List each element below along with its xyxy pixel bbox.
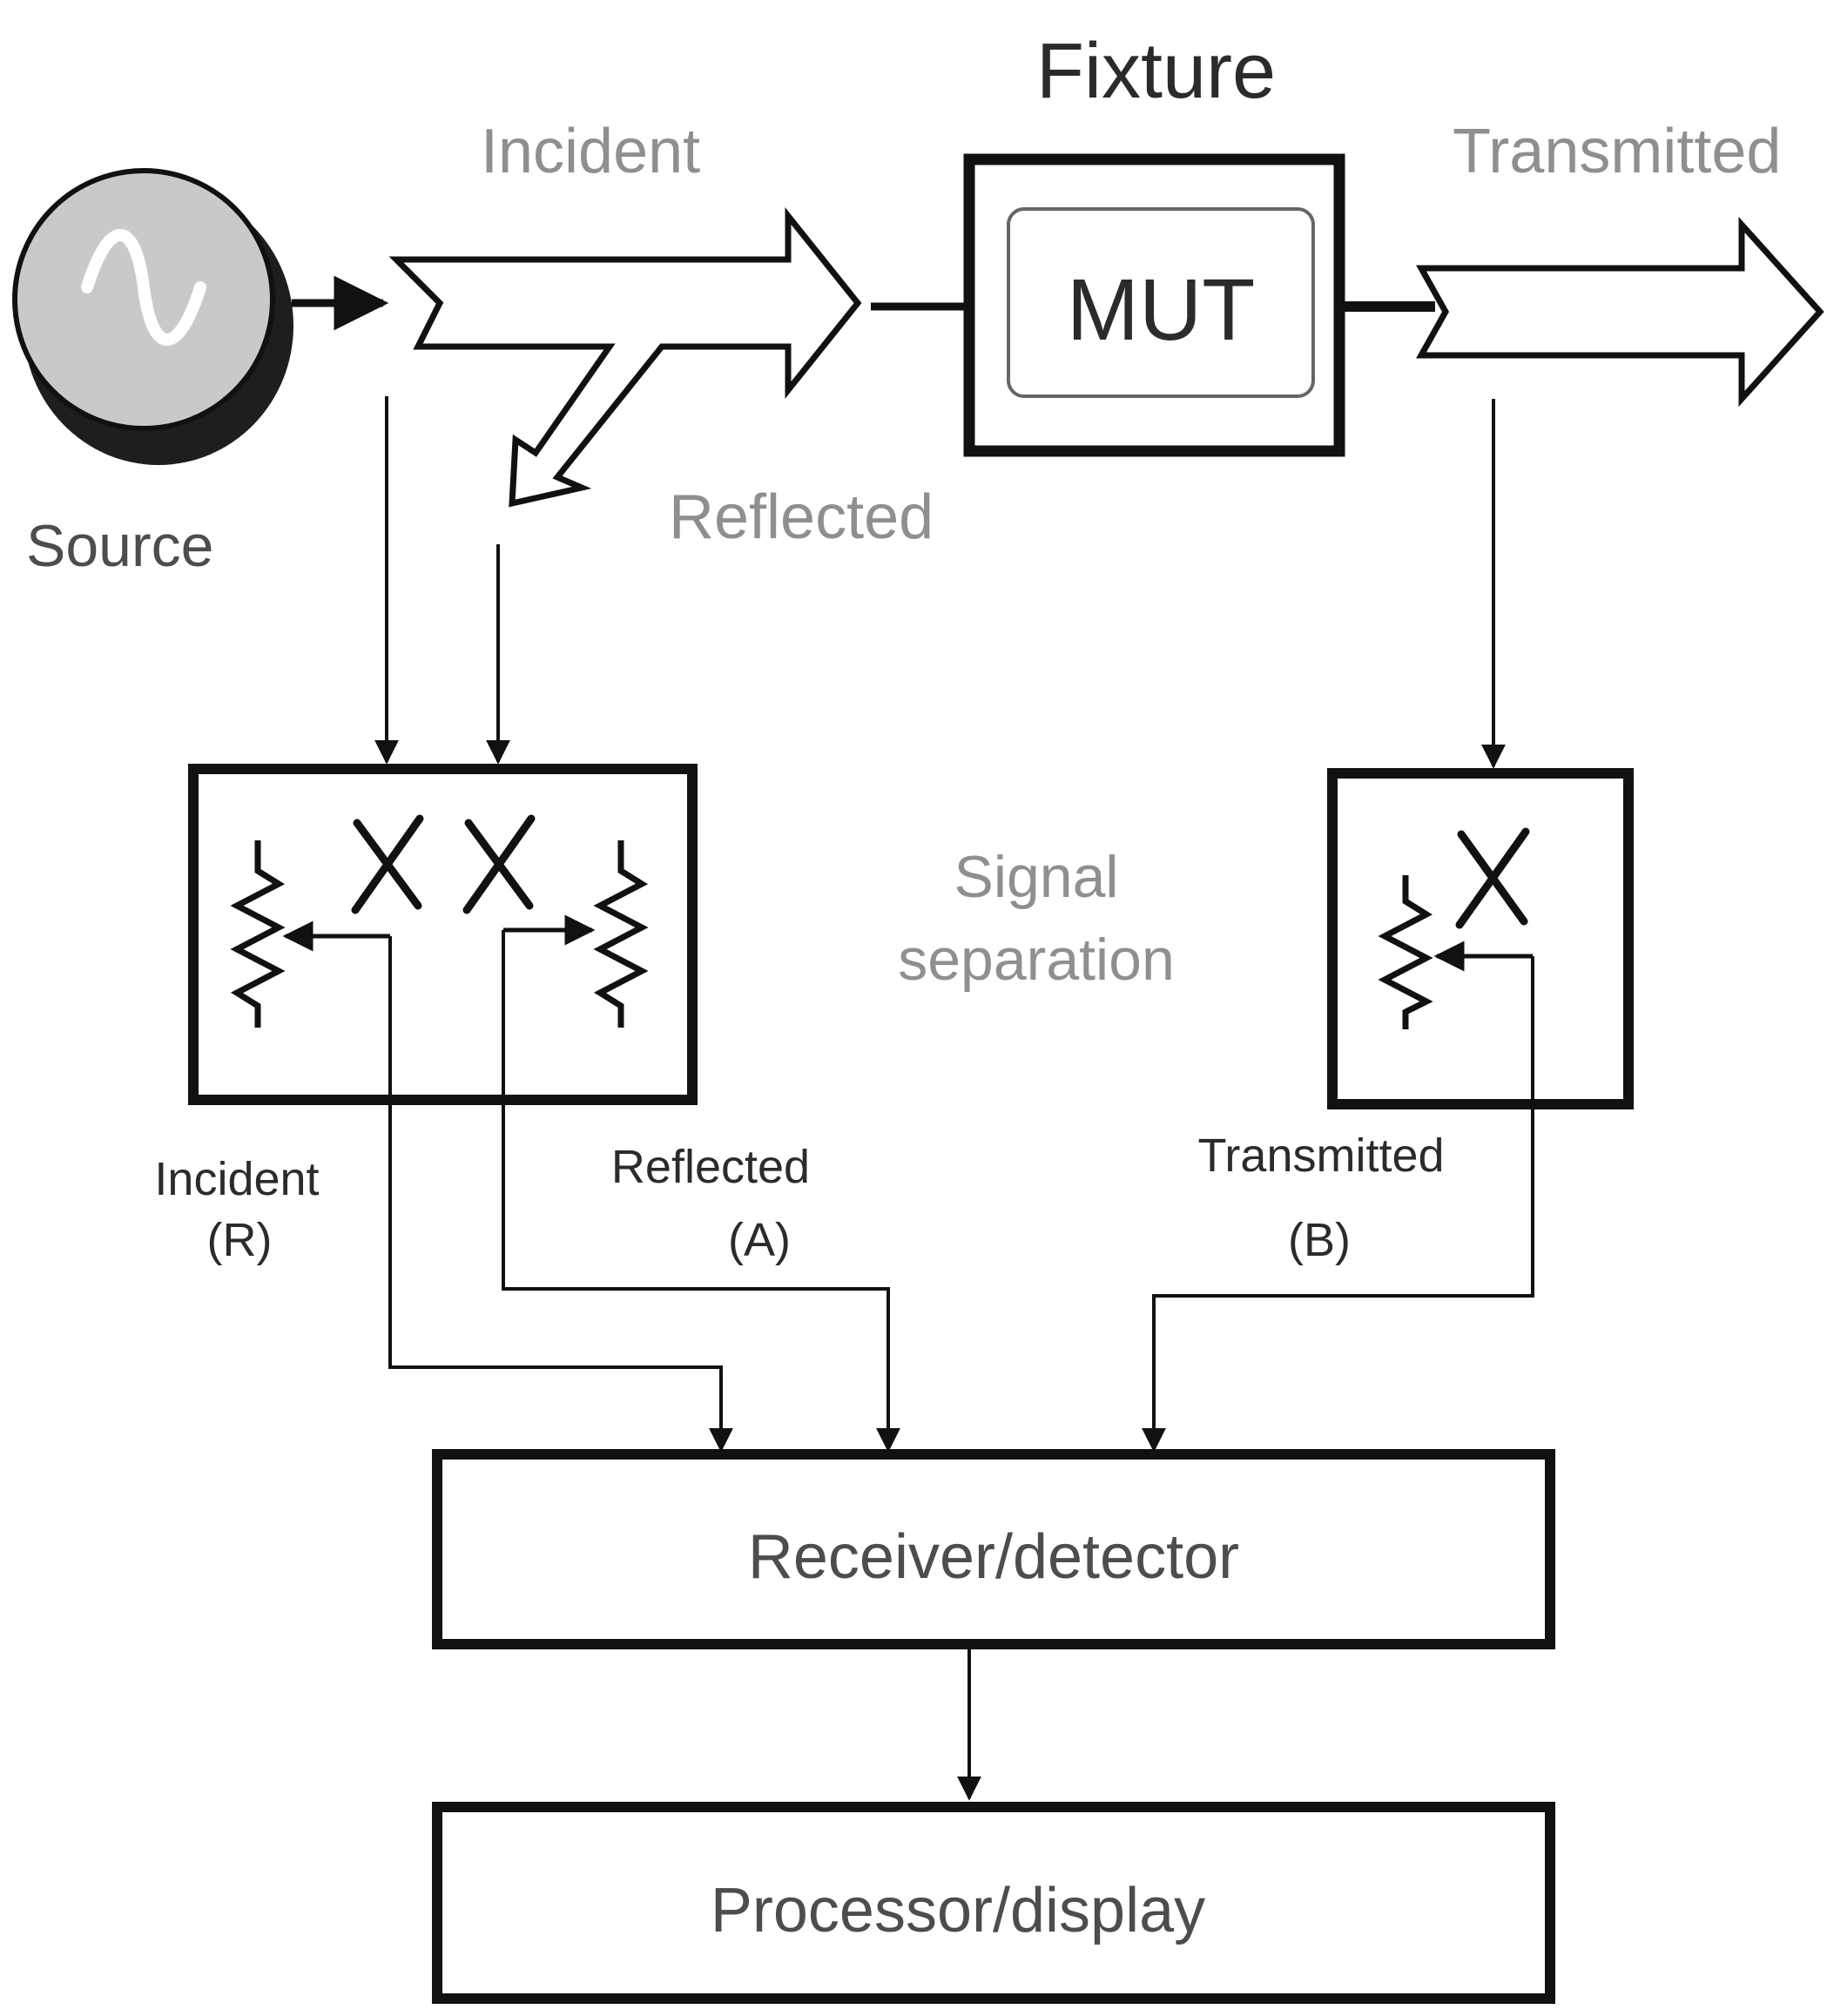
coupler-x-icon — [351, 814, 424, 914]
right-resistor-icon — [593, 840, 649, 1028]
receiver-detector-label: Receiver/detector — [748, 1522, 1239, 1592]
sine-wave-icon — [81, 229, 206, 346]
incident-port-id: (R) — [207, 1214, 273, 1266]
transmitted-port-id: (B) — [1288, 1214, 1351, 1266]
mut-box — [1007, 207, 1315, 398]
right-coupler-box — [1327, 768, 1634, 1109]
source-label: Source — [26, 513, 213, 579]
reflected-port-id: (A) — [728, 1214, 791, 1266]
processor-display-box — [432, 1802, 1555, 2004]
left-coupler-box — [188, 764, 698, 1105]
incident-port-label: Incident — [154, 1153, 319, 1205]
source-icon — [12, 168, 293, 465]
transmitted-resistor-icon — [1378, 875, 1433, 1029]
receiver-detector-box — [432, 1449, 1555, 1649]
incident-r-route — [388, 936, 733, 1453]
reflected-top-label: Reflected — [669, 482, 934, 552]
coupler-x-icon — [1455, 827, 1530, 929]
incident-arrow-outline — [388, 207, 862, 508]
transmitted-port-label: Transmitted — [1197, 1129, 1444, 1182]
reflected-port-label: Reflected — [611, 1141, 810, 1193]
incident-top-label: Incident — [481, 117, 700, 186]
fixture-label: Fixture — [1036, 28, 1276, 115]
mut-label: MUT — [1067, 261, 1256, 359]
signal-separation-label-2: separation — [898, 927, 1175, 993]
transmitted-arrow — [1416, 216, 1824, 408]
coupler-x-icon — [462, 814, 536, 914]
reflected-a-route — [502, 930, 900, 1453]
transmitted-b-route — [1142, 956, 1534, 1453]
signal-separation-label-1: Signal — [954, 844, 1118, 910]
processor-display-label: Processor/display — [711, 1876, 1205, 1945]
transmitted-top-label: Transmitted — [1453, 117, 1781, 186]
left-resistor-icon — [230, 840, 286, 1028]
